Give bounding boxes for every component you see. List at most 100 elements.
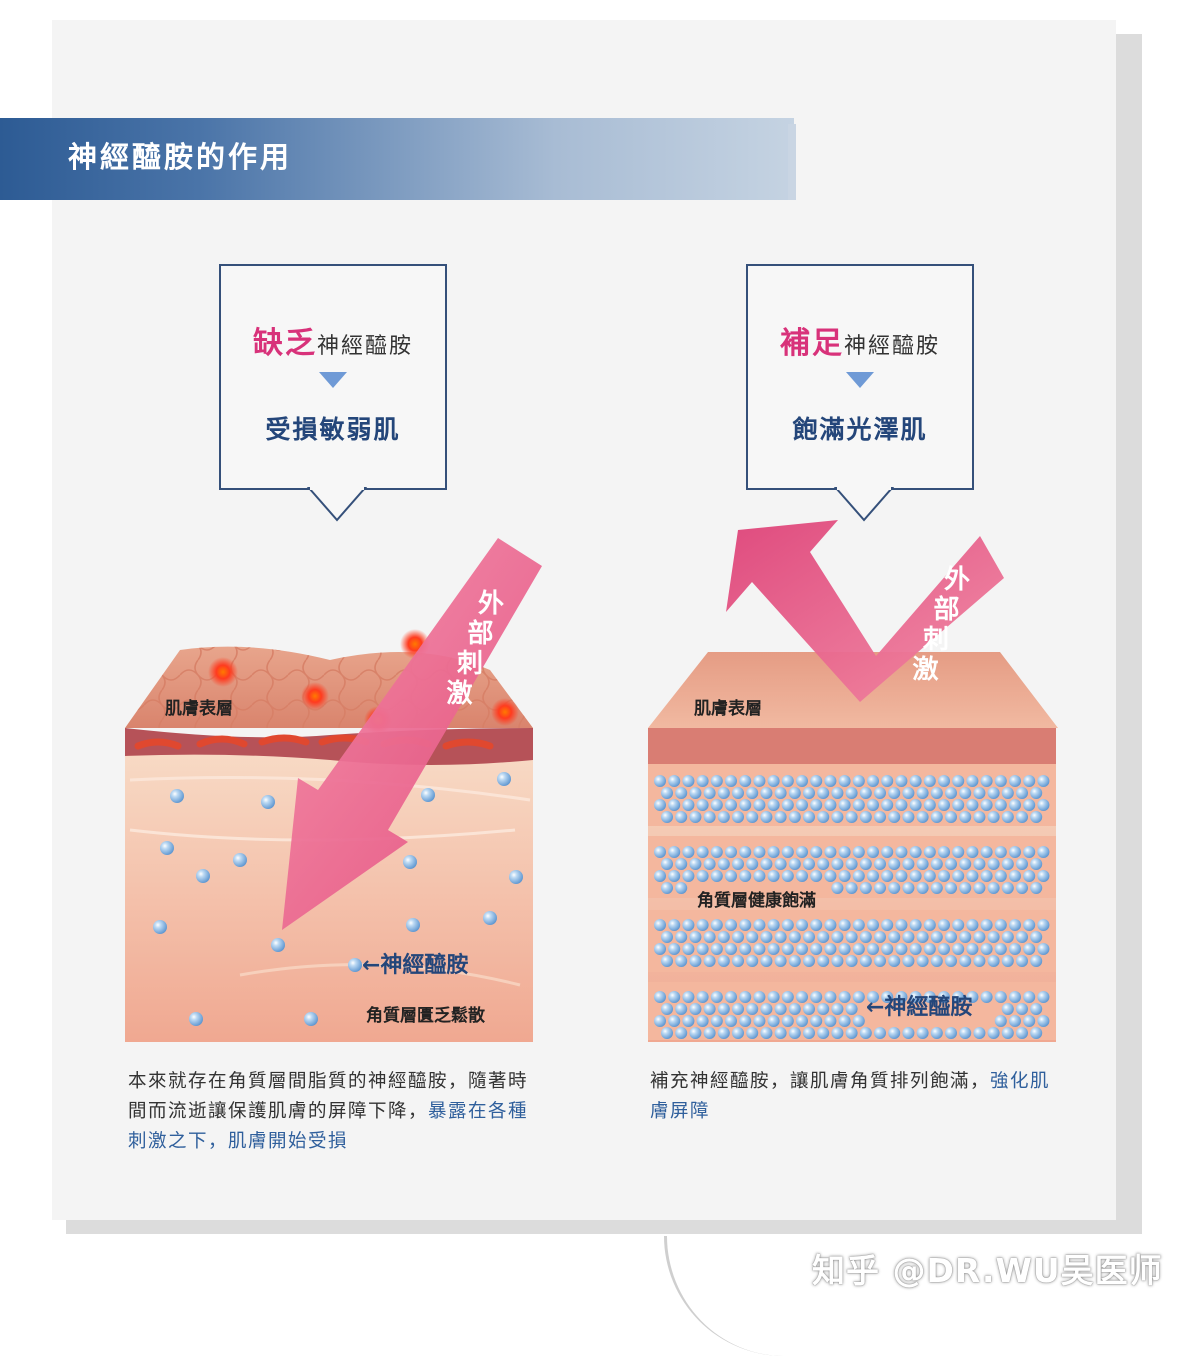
ceramide-particle [803, 1027, 815, 1039]
ceramide-particle [696, 1015, 709, 1027]
ceramide-particle [1016, 1027, 1028, 1039]
ceramide-particle [661, 931, 673, 943]
ceramide-particle [767, 870, 780, 882]
ceramide-particle [710, 846, 723, 858]
ceramide-particle [952, 943, 965, 955]
ceramide-particle [952, 775, 965, 787]
ceramide-particle [732, 1027, 744, 1039]
left-callout-highlight: 缺乏 [252, 326, 317, 361]
ceramide-particle [973, 1027, 986, 1039]
ceramide-particle [980, 775, 993, 787]
ceramide-particle [867, 919, 879, 931]
ceramide-particle [994, 870, 1007, 882]
ceramide-particle [916, 931, 929, 943]
right-callout-highlight: 補足 [779, 326, 844, 361]
ceramide-particle [774, 1027, 787, 1039]
ceramide-particle [845, 931, 858, 943]
ceramide-particle [788, 811, 801, 823]
ceramide-particle [973, 787, 986, 799]
ceramide-particle [852, 991, 865, 1003]
ceramide-particle [725, 943, 737, 955]
ceramide-particle [654, 919, 666, 931]
ceramide-particle [796, 870, 808, 882]
ceramide-particle [966, 991, 979, 1003]
ceramide-particle [1037, 991, 1050, 1003]
skin-diagram: 外部刺激 外部刺激 肌膚表層 肌膚表層 ←神經醯胺 角質層匱乏鬆散 角質層健康飽… [125, 487, 1058, 1042]
ceramide-particle [874, 931, 886, 943]
left-description: 本來就存在角質層間脂質的神經醯胺，隨著時間而流逝讓保護肌膚的屏障下降，暴露在各種… [128, 1067, 538, 1157]
ceramide-particle [1023, 991, 1036, 1003]
ceramide-particle [710, 943, 723, 955]
ceramide-particle [348, 958, 362, 972]
ceramide-particle [888, 931, 901, 943]
ceramide-particle [717, 1003, 730, 1015]
ceramide-particle [710, 775, 723, 787]
ceramide-particle [923, 775, 936, 787]
ceramide-particle [838, 943, 851, 955]
ceramide-particle [923, 943, 936, 955]
ceramide-particle [902, 955, 915, 967]
ceramide-particle [1001, 882, 1014, 894]
ceramide-particle [403, 855, 417, 869]
ceramide-particle [959, 882, 972, 894]
ceramide-particle [703, 955, 716, 967]
ceramide-particle [160, 841, 174, 855]
ceramide-particle [661, 1003, 673, 1015]
ceramide-particle [788, 1003, 801, 1015]
ceramide-particle [654, 799, 666, 811]
left-callout-tail [306, 487, 368, 522]
ceramide-particle [1001, 931, 1014, 943]
ceramide-particle [874, 1027, 886, 1039]
left-ceramide-particles [153, 772, 523, 1026]
ceramide-particle [973, 882, 986, 894]
ceramide-particle [831, 1003, 844, 1015]
right-callout-heading: 補足神經醯胺 [748, 318, 972, 362]
ceramide-particle [781, 799, 794, 811]
ceramide-particle [654, 870, 666, 882]
ceramide-particle [930, 882, 943, 894]
ceramide-particle [959, 811, 972, 823]
ceramide-particle [909, 870, 922, 882]
ceramide-particle [909, 799, 922, 811]
ceramide-particle [994, 799, 1007, 811]
right-surface-label: 肌膚表層 [694, 698, 762, 719]
ceramide-particle [959, 1027, 972, 1039]
ceramide-particle [732, 931, 744, 943]
ceramide-particle [938, 943, 950, 955]
ceramide-particle [938, 775, 950, 787]
left-ceramide-label: ←神經醯胺 [362, 952, 468, 978]
ceramide-particle [1009, 1015, 1021, 1027]
right-callout-result: 飽滿光澤肌 [792, 415, 928, 444]
ceramide-particle [859, 858, 872, 870]
ceramide-particle [945, 955, 957, 967]
ceramide-particle [739, 799, 752, 811]
ceramide-particle [838, 846, 851, 858]
ceramide-particle [696, 919, 709, 931]
left-callout-result: 受損敏弱肌 [265, 415, 401, 444]
ceramide-particle [781, 943, 794, 955]
ceramide-particle [817, 811, 830, 823]
ceramide-particle [760, 931, 773, 943]
ceramide-particle [746, 1027, 759, 1039]
ceramide-particle [767, 919, 780, 931]
ceramide-particle [781, 919, 794, 931]
ceramide-particle [781, 1015, 794, 1027]
ceramide-particle [838, 919, 851, 931]
ceramide-particle [746, 955, 759, 967]
ceramide-particle [1009, 991, 1021, 1003]
ceramide-particle [668, 919, 681, 931]
ceramide-particle [938, 919, 950, 931]
ceramide-particle [682, 846, 695, 858]
ceramide-particle [760, 787, 773, 799]
ceramide-particle [895, 846, 908, 858]
ceramide-particle [930, 811, 943, 823]
ceramide-particle [916, 1027, 929, 1039]
ceramide-particle [895, 991, 908, 1003]
ceramide-particle [753, 870, 766, 882]
ceramide-particle [845, 882, 858, 894]
ceramide-particle [421, 788, 435, 802]
ceramide-particle [725, 846, 737, 858]
ceramide-particle [774, 955, 787, 967]
ceramide-particle [859, 1027, 872, 1039]
ceramide-particle [710, 919, 723, 931]
